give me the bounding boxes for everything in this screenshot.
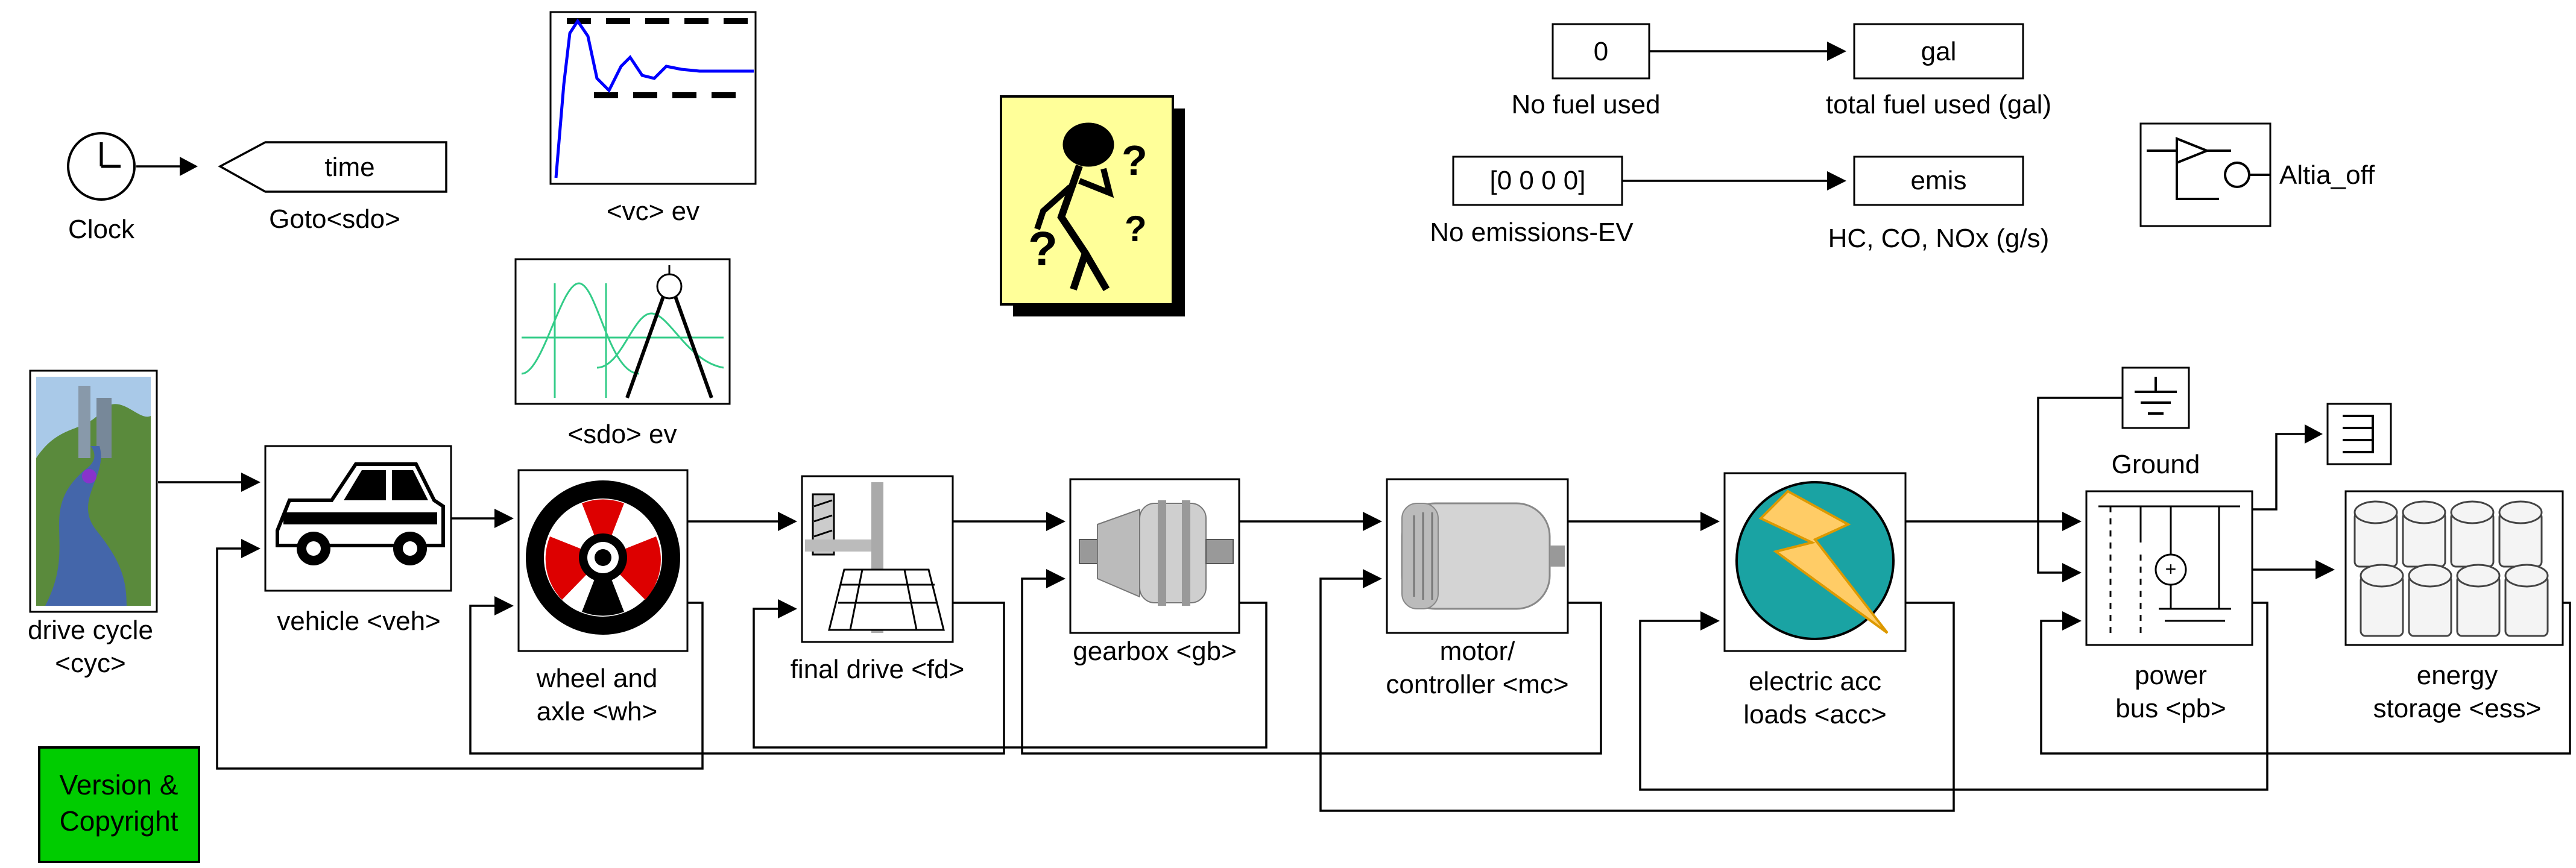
battery-icon (2353, 500, 2549, 637)
svg-text:?: ? (1125, 209, 1147, 249)
constant-fuel-label: No fuel used (1511, 90, 1660, 119)
altia-off-label: Altia_off (2279, 160, 2375, 190)
emissions-outport-label: HC, CO, NOx (g/s) (1828, 224, 2050, 253)
final-drive-icon (805, 482, 945, 633)
constant-emissions-value: [0 0 0 0] (1489, 166, 1585, 195)
terminator-block[interactable] (2326, 403, 2392, 465)
drive-cycle-label-2: <cyc> (55, 649, 125, 678)
svg-text:?: ? (1028, 222, 1058, 275)
altia-off-block[interactable] (2139, 122, 2271, 227)
version-copyright-button[interactable]: Version & Copyright (38, 746, 200, 863)
constant-fuel-block[interactable] (1552, 23, 1650, 80)
fuel-outport-label: total fuel used (gal) (1826, 90, 2051, 119)
ground-label: Ground (2112, 450, 2200, 479)
scope-vc-label: <vc> ev (607, 197, 699, 226)
motor-label-1: motor/ (1440, 637, 1515, 666)
ground-icon (2135, 377, 2177, 415)
goto-tag-text: time (324, 153, 374, 182)
emissions-outport-text: emis (1911, 166, 1967, 195)
scope-vc-trace (554, 18, 754, 178)
electric-acc-label-2: loads <acc> (1743, 700, 1886, 729)
power-bus-label-1: power (2135, 661, 2207, 690)
drive-cycle-block[interactable] (29, 370, 158, 613)
energy-storage-block[interactable] (2344, 490, 2564, 646)
motor-icon (1401, 502, 1565, 610)
terminator-icon (2343, 415, 2374, 453)
signal-lines (136, 42, 2571, 812)
ground-block[interactable] (2121, 366, 2190, 429)
power-bus-block[interactable]: + (2085, 490, 2253, 646)
constant-emissions-block[interactable] (1452, 156, 1623, 206)
version-label-2: Copyright (60, 805, 178, 837)
motor-controller-block[interactable] (1386, 478, 1569, 634)
gearbox-icon (1079, 500, 1234, 606)
car-icon (276, 462, 445, 565)
wheel-axle-label-2: axle <wh> (537, 697, 658, 726)
goto-label: Goto<sdo> (269, 204, 400, 234)
fuel-outport-block[interactable] (1853, 23, 2024, 80)
switch-icon (2147, 137, 2270, 200)
vehicle-label: vehicle <veh> (277, 606, 441, 636)
constant-emissions-label: No emissions-EV (1430, 218, 1634, 247)
svg-text:?: ? (1122, 137, 1148, 184)
scope-sdo-label: <sdo> ev (567, 420, 677, 449)
final-drive-block[interactable] (801, 475, 954, 643)
goto-block[interactable]: time (218, 141, 447, 193)
wheel-axle-label-1: wheel and (536, 664, 658, 693)
clock-label: Clock (68, 215, 135, 244)
drive-cycle-label-1: drive cycle (28, 615, 153, 645)
gearbox-block[interactable] (1069, 478, 1240, 634)
power-bus-label-2: bus <pb> (2115, 694, 2226, 723)
lightning-icon (1735, 481, 1895, 640)
energy-storage-label-2: storage <ess> (2373, 694, 2542, 723)
scope-vc-block[interactable] (549, 11, 757, 185)
electric-acc-block[interactable] (1723, 472, 1907, 652)
energy-storage-label-1: energy (2417, 661, 2498, 690)
electric-acc-label-1: electric acc (1749, 667, 1881, 696)
thinking-man-icon: ? ? ? (1028, 122, 1148, 292)
constant-fuel-value: 0 (1594, 37, 1608, 66)
wheel-axle-block[interactable] (517, 469, 689, 652)
version-label-1: Version & (60, 769, 178, 800)
fuel-outport-text: gal (1921, 37, 1957, 66)
power-bus-icon: + (2098, 505, 2240, 633)
motor-label-2: controller <mc> (1386, 670, 1568, 699)
final-drive-label: final drive <fd> (791, 655, 965, 684)
clock-block[interactable] (67, 132, 136, 201)
gearbox-label: gearbox <gb> (1073, 637, 1237, 666)
vehicle-block[interactable] (264, 445, 452, 592)
svg-text:+: + (2165, 558, 2177, 580)
emissions-outport-block[interactable] (1853, 156, 2024, 206)
scope-sdo-block[interactable] (514, 258, 731, 405)
wheel-icon (526, 480, 680, 635)
help-block[interactable]: ? ? ? (1000, 95, 1185, 316)
